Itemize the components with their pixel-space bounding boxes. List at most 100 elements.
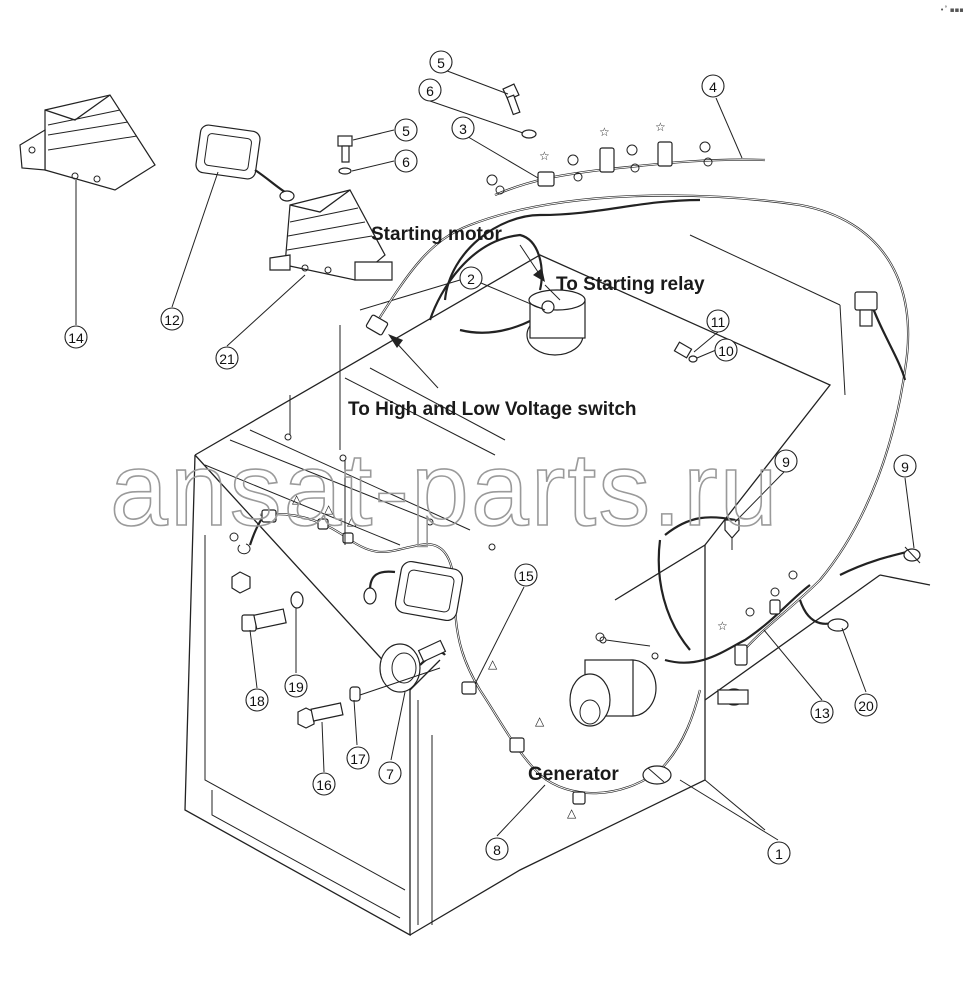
- callout-circle: [312, 772, 336, 796]
- callout-number: 19: [288, 679, 304, 695]
- part-10-11-connector: [673, 341, 698, 363]
- callout-17: 17: [346, 746, 370, 770]
- harness-clips: [229, 314, 605, 805]
- arrow-head: [388, 334, 403, 348]
- callout-number: 1: [775, 846, 783, 862]
- callout-12: 12: [160, 307, 184, 331]
- callout-circle: [245, 688, 269, 712]
- callout-circle: [893, 454, 917, 478]
- callout-number: 7: [386, 766, 394, 782]
- callout-number: 20: [858, 698, 874, 714]
- callout-number: 11: [711, 314, 726, 330]
- part-2-starting-motor: [526, 284, 586, 356]
- callout-circle: [346, 746, 370, 770]
- callout-number: 12: [164, 312, 180, 328]
- callout-circle: [514, 563, 538, 587]
- part-21-bracket: [269, 189, 393, 281]
- watermark: ansat-parts.ru: [110, 432, 780, 548]
- arrow-head: [533, 268, 545, 282]
- part-3-4-harness: [486, 141, 766, 197]
- callout-circle: [160, 307, 184, 331]
- callout-2: 2: [459, 266, 483, 290]
- machine-body: [184, 234, 931, 937]
- callout-15: 15: [514, 563, 538, 587]
- part-14-cover: [19, 94, 156, 191]
- callout-circle: [767, 841, 791, 865]
- triangle-mark: △: [567, 806, 577, 820]
- callout-number: 4: [709, 79, 717, 95]
- part-13-20-sensors: [717, 570, 849, 706]
- callout-circle: [394, 149, 418, 173]
- callout-number: 9: [782, 454, 790, 470]
- callout-4: 4: [701, 74, 725, 98]
- callout-circle: [451, 116, 475, 140]
- part-5-6-bolt-left: [337, 135, 353, 175]
- callout-5: 5: [394, 118, 418, 142]
- callout-circle: [714, 338, 738, 362]
- star-mark: ☆: [717, 619, 728, 633]
- callout-number: 6: [402, 154, 410, 170]
- corner-mark: •˚ ▪▪▪: [940, 6, 963, 14]
- part-generator-body: [569, 636, 672, 785]
- callout-circle: [854, 693, 878, 717]
- callout-11: 11: [706, 309, 730, 333]
- callout-19: 19: [284, 674, 308, 698]
- callout-16: 16: [312, 772, 336, 796]
- callout-5: 5: [429, 50, 453, 74]
- triangle-mark: △: [292, 492, 302, 506]
- callout-circle: [810, 700, 834, 724]
- callout-3: 3: [451, 116, 475, 140]
- callout-leaders: [75, 68, 915, 841]
- triangle-mark: △: [347, 514, 357, 528]
- callout-7: 7: [378, 761, 402, 785]
- triangle-mark: △: [488, 657, 498, 671]
- callout-number: 15: [518, 568, 534, 584]
- harness-connector-right: [854, 291, 878, 327]
- callout-21: 21: [215, 346, 239, 370]
- part-7-mount: [379, 639, 447, 693]
- callout-number: 21: [219, 351, 235, 367]
- callout-circle: [701, 74, 725, 98]
- symbol-marks: ☆ ☆ ☆ ☆ △ △ △ △ △ △: [292, 120, 728, 820]
- callout-circle: [284, 674, 308, 698]
- label-starting-motor: Starting motor: [371, 224, 502, 245]
- callout-circle: [394, 118, 418, 142]
- star-mark: ☆: [655, 120, 666, 134]
- triangle-mark: △: [324, 502, 334, 516]
- callout-circle: [774, 449, 798, 473]
- part-9-sockets: [724, 519, 921, 564]
- part-5-6-bolt-top: [502, 83, 537, 139]
- callout-circle: [485, 837, 509, 861]
- callout-8: 8: [485, 837, 509, 861]
- callout-6: 6: [418, 78, 442, 102]
- part-front-lamp: [363, 560, 464, 622]
- callout-9: 9: [893, 454, 917, 478]
- callout-number: 8: [493, 842, 501, 858]
- callout-6: 6: [394, 149, 418, 173]
- triangle-mark: △: [535, 714, 545, 728]
- label-generator: Generator: [528, 764, 619, 785]
- star-mark: ☆: [599, 125, 610, 139]
- callout-circle: [706, 309, 730, 333]
- callout-9: 9: [774, 449, 798, 473]
- part-12-lamp: [195, 124, 295, 202]
- callout-number: 5: [437, 55, 445, 71]
- callout-number: 14: [68, 330, 84, 346]
- callout-20: 20: [854, 693, 878, 717]
- callout-1: 1: [767, 841, 791, 865]
- callout-13: 13: [810, 700, 834, 724]
- part-hardware: [231, 543, 441, 729]
- label-starting-relay: To Starting relay: [556, 274, 705, 295]
- callout-circle: [378, 761, 402, 785]
- callout-number: 13: [814, 705, 830, 721]
- callout-10: 10: [714, 338, 738, 362]
- label-hl-switch: To High and Low Voltage switch: [348, 399, 637, 420]
- callout-14: 14: [64, 325, 88, 349]
- star-mark: ☆: [539, 149, 550, 163]
- callout-number: 18: [249, 693, 265, 709]
- callout-circle: [215, 346, 239, 370]
- callout-18: 18: [245, 688, 269, 712]
- callout-number: 17: [350, 751, 366, 767]
